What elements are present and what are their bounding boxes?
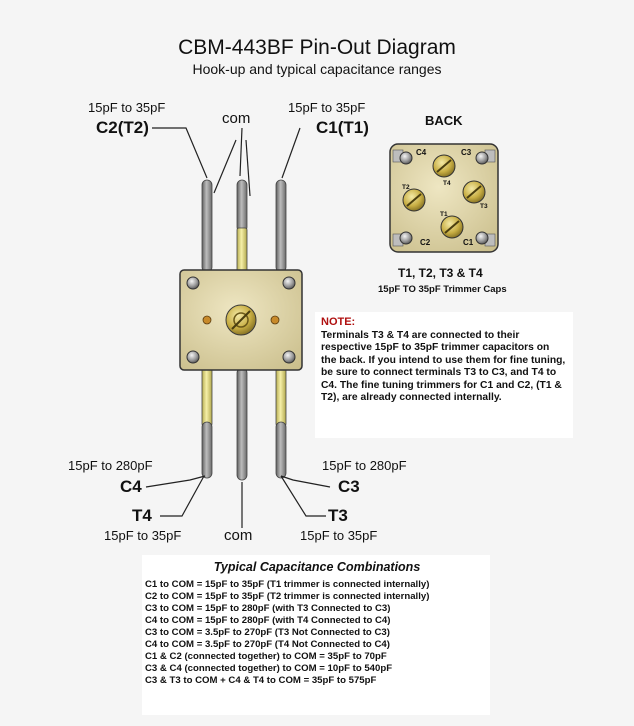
note-panel (315, 312, 573, 438)
corner-label-c1: C1 (463, 238, 474, 247)
trimmer-label-t4: T4 (443, 180, 451, 187)
c4-range-label: 15pF to 280pF (68, 458, 153, 473)
corner-label-c3: C3 (461, 148, 472, 157)
trimmer-t1 (440, 215, 464, 239)
c1-range-label: 15pF to 35pF (288, 100, 366, 115)
combination-row: C3 to COM = 15pF to 280pF (with T3 Conne… (145, 603, 391, 614)
t4-pin-label: T4 (132, 506, 152, 525)
trimmer-label-t3: T3 (480, 203, 488, 210)
combination-row: C1 to COM = 15pF to 35pF (T1 trimmer is … (145, 579, 430, 590)
trimmer-label-t1: T1 (440, 211, 448, 218)
trimmer-label-t2: T2 (402, 184, 410, 191)
combinations-title: Typical Capacitance Combinations (213, 560, 421, 574)
combination-row: C2 to COM = 15pF to 35pF (T2 trimmer is … (145, 591, 430, 602)
capacitor-body-front (179, 269, 303, 371)
corner-label-c4: C4 (416, 148, 427, 157)
combination-row: C4 to COM = 3.5pF to 270pF (T4 Not Conne… (145, 639, 390, 650)
com-top-label: com (222, 110, 251, 127)
trimmer-range-caption: 15pF TO 35pF Trimmer Caps (378, 284, 507, 295)
t3-pin-label: T3 (328, 506, 348, 525)
back-view-label: BACK (425, 113, 463, 128)
leader-lines-bottom (145, 475, 331, 528)
t3-range-label: 15pF to 35pF (300, 528, 378, 543)
combination-row: C3 & T3 to COM + C4 & T4 to COM = 35pF t… (145, 675, 377, 686)
c2-range-label: 15pF to 35pF (88, 100, 166, 115)
combination-row: C3 to COM = 3.5pF to 270pF (T3 Not Conne… (145, 627, 390, 638)
trimmer-t2 (402, 188, 426, 212)
leader-lines-top (152, 127, 301, 197)
c4-pin-label: C4 (120, 477, 142, 496)
combinations-panel (142, 555, 490, 715)
c2-pin-label: C2(T2) (96, 118, 149, 137)
note-body: Terminals T3 & T4 are connected to their… (321, 330, 566, 404)
c1-pin-label: C1(T1) (316, 118, 369, 137)
trimmer-caption: T1, T2, T3 & T4 (398, 266, 483, 280)
pin-c1-top (275, 179, 287, 273)
note-heading: NOTE: (321, 316, 356, 328)
corner-label-c2: C2 (420, 238, 431, 247)
page-subtitle: Hook-up and typical capacitance ranges (192, 61, 442, 77)
pin-com-top (236, 179, 248, 273)
page-title: CBM-443BF Pin-Out Diagram (178, 36, 456, 59)
capacitor-back-view (389, 143, 499, 253)
combination-row: C1 & C2 (connected together) to COM = 35… (145, 651, 387, 662)
c3-range-label: 15pF to 280pF (322, 458, 407, 473)
pin-t4-bottom (236, 367, 248, 481)
trimmer-t4 (432, 154, 456, 178)
pin-c3-bottom (275, 367, 287, 479)
c3-pin-label: C3 (338, 477, 360, 496)
trimmer-t3 (462, 180, 486, 204)
combination-row: C3 & C4 (connected together) to COM = 10… (145, 663, 393, 674)
combination-row: C4 to COM = 15pF to 280pF (with T4 Conne… (145, 615, 391, 626)
t4-range-label: 15pF to 35pF (104, 528, 182, 543)
pin-c4-bottom (201, 367, 213, 479)
pin-c2-top (201, 179, 213, 273)
com-bottom-label: com (224, 527, 253, 544)
